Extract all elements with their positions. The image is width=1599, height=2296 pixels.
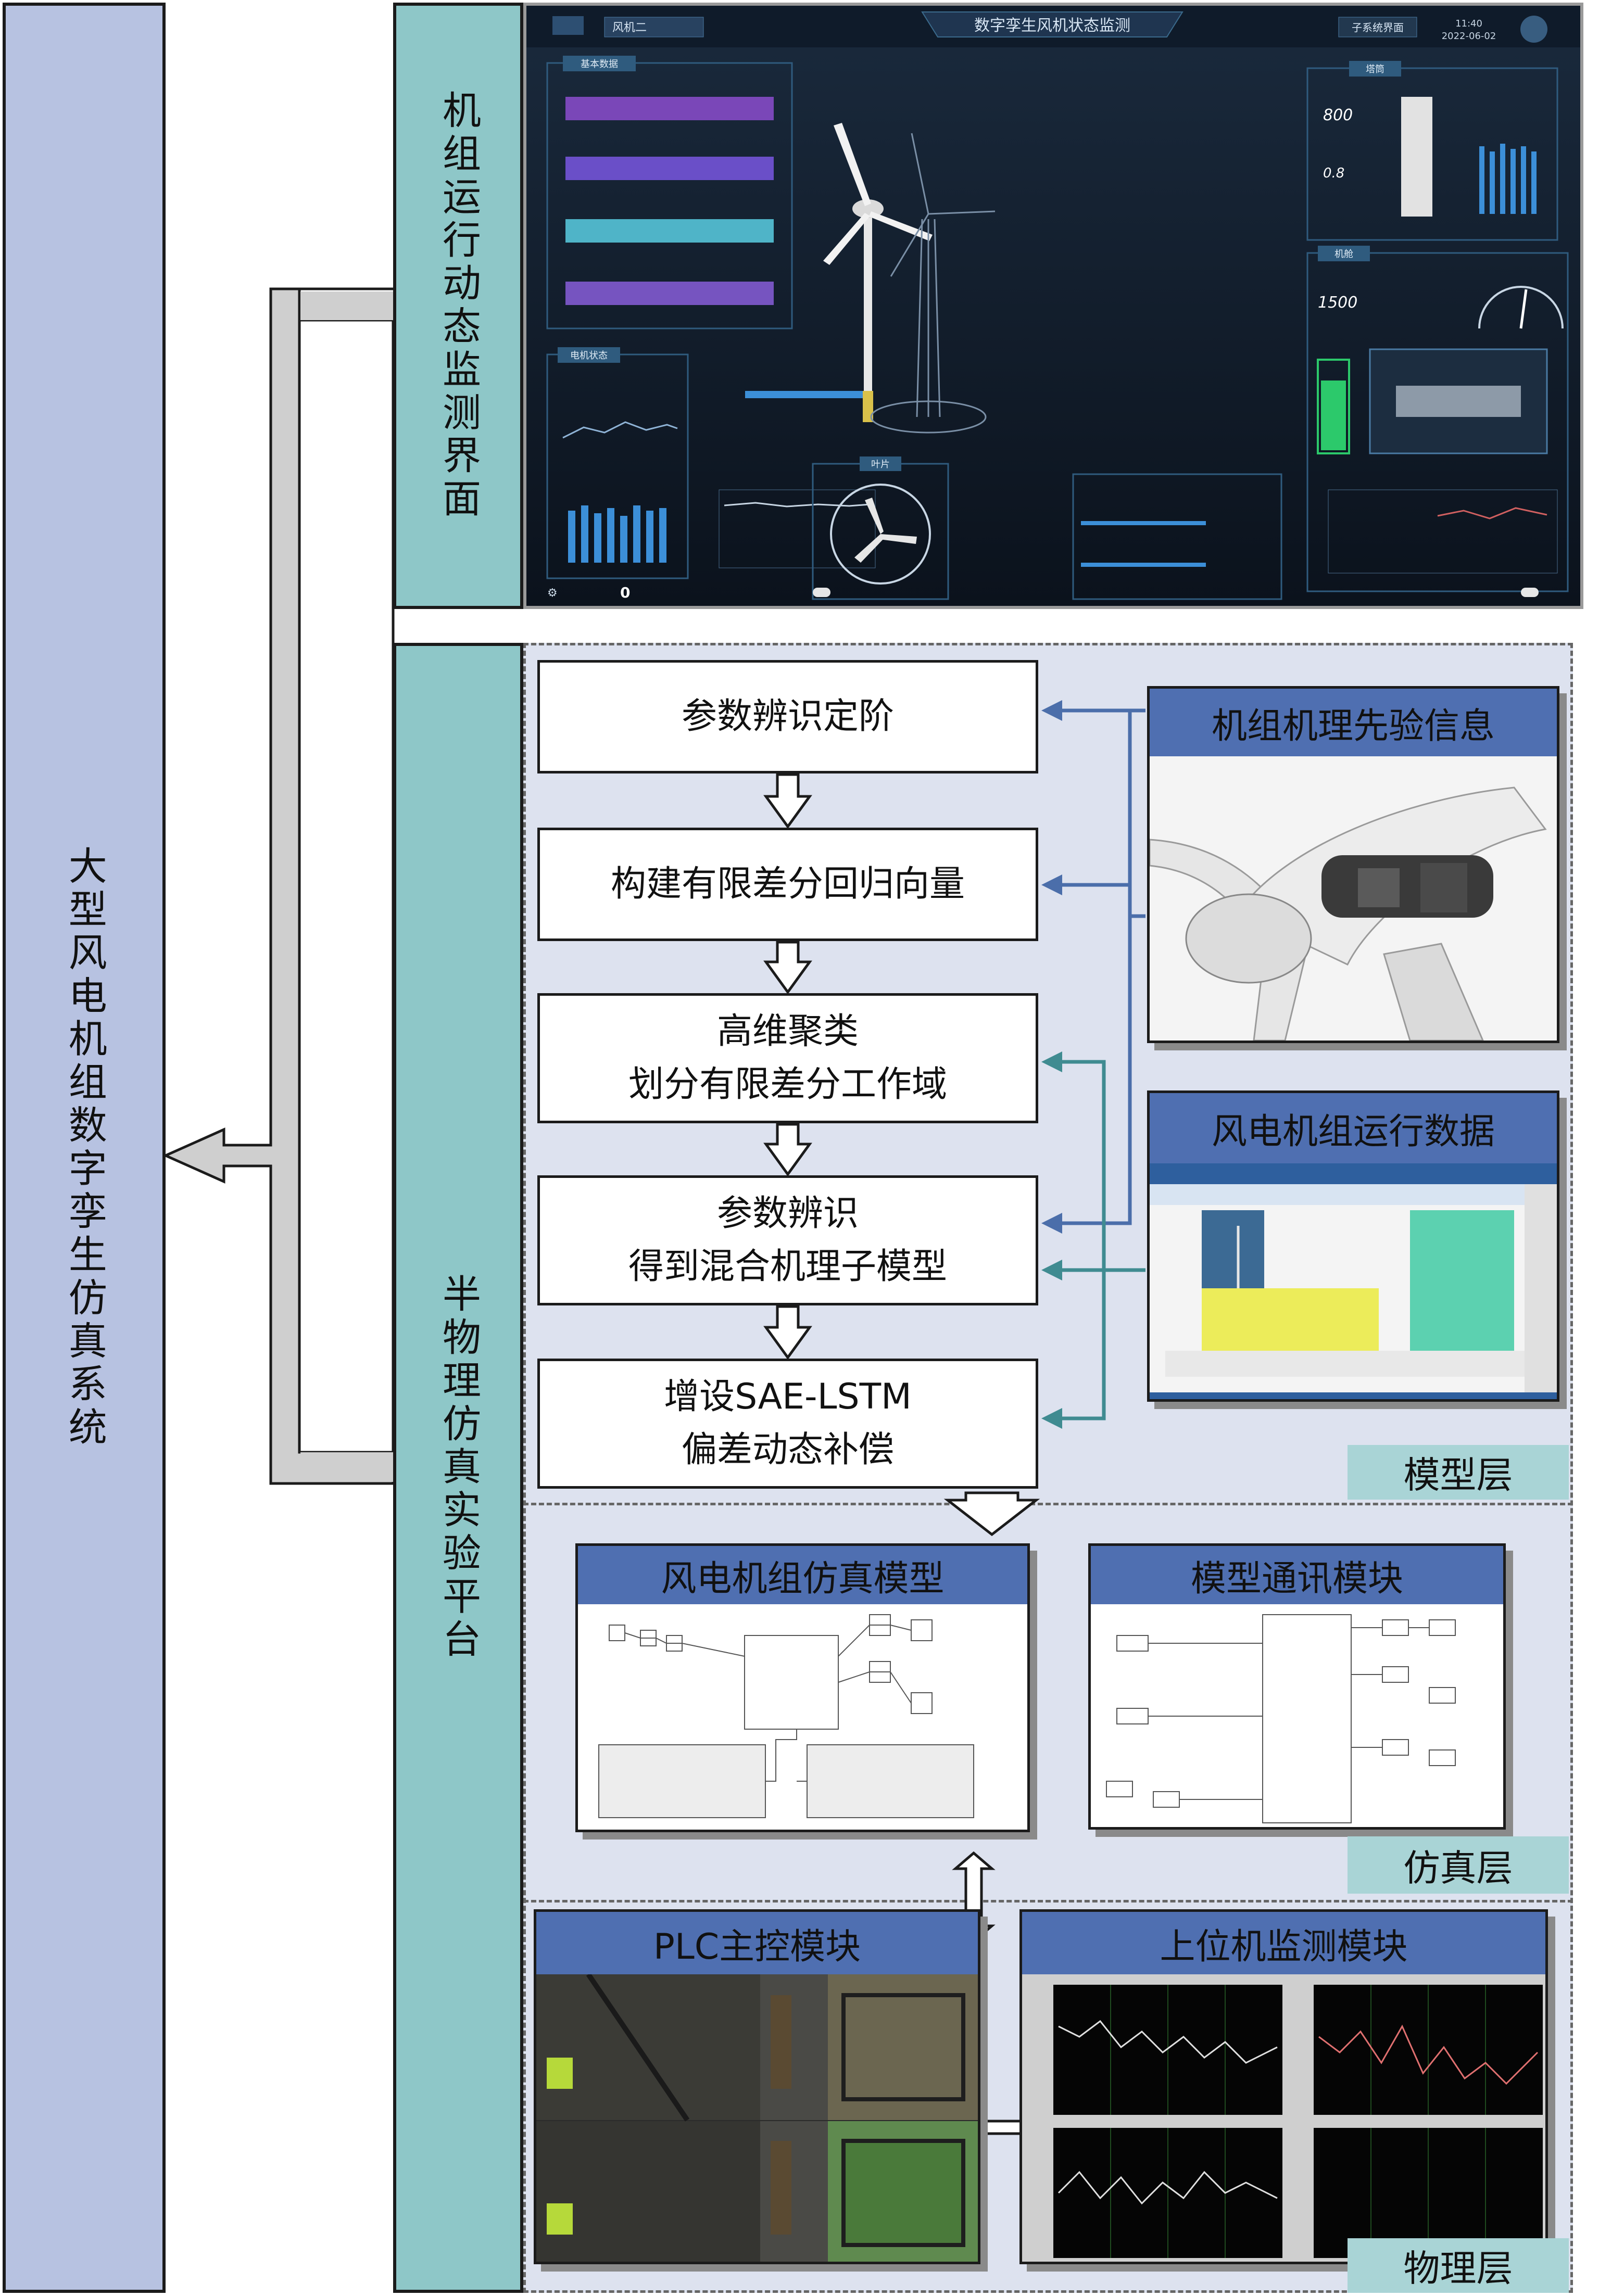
svg-text:机舱: 机舱 bbox=[1334, 249, 1353, 260]
toggle-switch[interactable] bbox=[1521, 588, 1539, 597]
down-arrow bbox=[763, 773, 812, 829]
double-arrow-vertical bbox=[952, 1851, 996, 1944]
svg-text:800: 800 bbox=[1323, 106, 1353, 124]
monitor-section-label: 机组运行动态监测界面 bbox=[393, 3, 523, 609]
svg-text:2022-06-02: 2022-06-02 bbox=[1442, 31, 1496, 42]
communication-module-panel: 模型通讯模块 bbox=[1088, 1543, 1506, 1830]
svg-text:1500: 1500 bbox=[1318, 294, 1357, 312]
generator-readout-panel bbox=[1072, 473, 1282, 600]
nacelle-panel bbox=[1306, 252, 1569, 592]
svg-text:子系统界面: 子系统界面 bbox=[1352, 21, 1404, 34]
host-monitor-panel: 上位机监测模块 bbox=[1019, 1909, 1548, 2264]
step-regression-vector: 构建有限差分回归向量 bbox=[537, 828, 1038, 941]
svg-text:11:40: 11:40 bbox=[1455, 18, 1482, 29]
step-clustering: 高维聚类 划分有限差分工作域 bbox=[537, 993, 1038, 1123]
svg-text:0: 0 bbox=[620, 584, 630, 601]
step-parameter-identification: 参数辨识 得到混合机理子模型 bbox=[537, 1175, 1038, 1305]
system-label: 大型风电机组数字孪生仿真系统 bbox=[62, 845, 107, 1450]
step-order-identification: 参数辨识定阶 bbox=[537, 660, 1038, 773]
phys-layer-tag: 物理层 bbox=[1348, 2238, 1569, 2293]
simulink-diagram-icon bbox=[598, 1614, 974, 1818]
subsystem-button[interactable] bbox=[1338, 17, 1417, 37]
monitor-charts-icon bbox=[1053, 1985, 1543, 2258]
tower-panel bbox=[1306, 67, 1558, 241]
model-sim-divider bbox=[523, 1503, 1573, 1505]
svg-text:基本数据: 基本数据 bbox=[581, 59, 618, 70]
sim-phys-divider bbox=[523, 1900, 1573, 1902]
svg-text:塔筒: 塔筒 bbox=[1366, 64, 1384, 75]
basic-data-panel bbox=[546, 62, 793, 329]
platform-section-label: 半物理仿真实验平台 bbox=[393, 643, 523, 2293]
simulation-model-panel: 风电机组仿真模型 bbox=[575, 1543, 1030, 1832]
bracket-bottom-fill bbox=[300, 1452, 393, 1482]
svg-text:0.8: 0.8 bbox=[1323, 166, 1344, 181]
turbine-wireframe-icon bbox=[870, 133, 996, 434]
down-arrow bbox=[763, 941, 812, 995]
step-sae-lstm: 增设SAE-LSTM 偏差动态补偿 bbox=[537, 1359, 1038, 1489]
scada-screenshot-icon bbox=[1150, 1163, 1557, 1399]
nacelle-cutaway-icon bbox=[1150, 787, 1547, 1041]
communication-diagram-icon bbox=[1106, 1614, 1456, 1823]
down-arrow bbox=[763, 1305, 812, 1360]
plc-module-panel: PLC主控模块 bbox=[534, 1909, 980, 2264]
monitoring-dashboard: 数字孪生风机状态监测 风机二 子系统界面 11:40 2022-06-02 基本… bbox=[523, 3, 1583, 609]
bracket-top-fill bbox=[300, 291, 393, 320]
model-layer-tag: 模型层 bbox=[1348, 1445, 1569, 1500]
avatar-icon[interactable] bbox=[1520, 16, 1547, 43]
plc-hardware-photo-icon bbox=[536, 1974, 978, 2262]
turbine-selector[interactable] bbox=[604, 17, 704, 37]
dashboard-title: 数字孪生风机状态监测 bbox=[974, 17, 1130, 35]
logo-icon bbox=[552, 16, 584, 35]
down-arrow bbox=[763, 1123, 812, 1177]
toggle-switch[interactable] bbox=[813, 588, 830, 597]
fan-icon: ⚙ bbox=[547, 587, 558, 600]
prior-info-panel: 机组机理先验信息 bbox=[1147, 686, 1559, 1043]
svg-text:电机状态: 电机状态 bbox=[570, 350, 608, 361]
sim-layer-tag: 仿真层 bbox=[1348, 1836, 1569, 1894]
down-arrow bbox=[943, 1491, 1040, 1537]
operating-data-panel: 风电机组运行数据 bbox=[1147, 1090, 1559, 1402]
svg-text:叶片: 叶片 bbox=[871, 459, 890, 470]
system-label-bar: 大型风电机组数字孪生仿真系统 bbox=[3, 3, 166, 2293]
svg-text:风机二: 风机二 bbox=[612, 21, 647, 34]
dashboard-graphic: 数字孪生风机状态监测 风机二 子系统界面 11:40 2022-06-02 基本… bbox=[526, 6, 1580, 606]
